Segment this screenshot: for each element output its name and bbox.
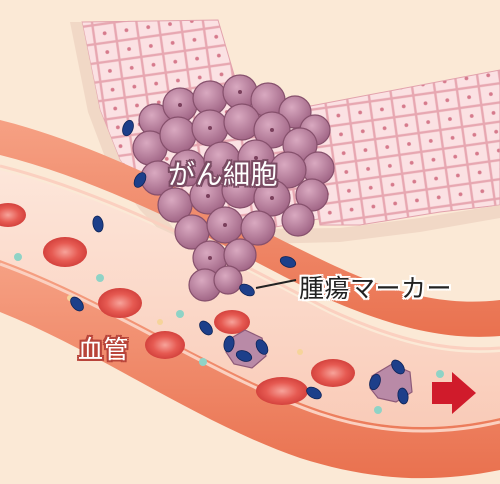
tumor-marker-label: 腫瘍マーカー xyxy=(299,274,453,303)
red-blood-cells xyxy=(0,203,355,405)
right-arrow-icon xyxy=(432,372,476,414)
vessel-lumen xyxy=(0,170,500,428)
blood-vessel-label: 血管 xyxy=(78,335,130,364)
cancer-cells-label: がん細胞 xyxy=(168,160,278,191)
normal-tissue-right xyxy=(299,69,500,226)
tumor-markers xyxy=(70,119,409,405)
tissue-basement xyxy=(70,22,500,246)
marker-callout-line xyxy=(255,279,297,289)
blood-particles xyxy=(14,253,444,414)
vessel-wall-bottom xyxy=(0,260,500,479)
cancer-cell-nuclei xyxy=(178,90,274,260)
